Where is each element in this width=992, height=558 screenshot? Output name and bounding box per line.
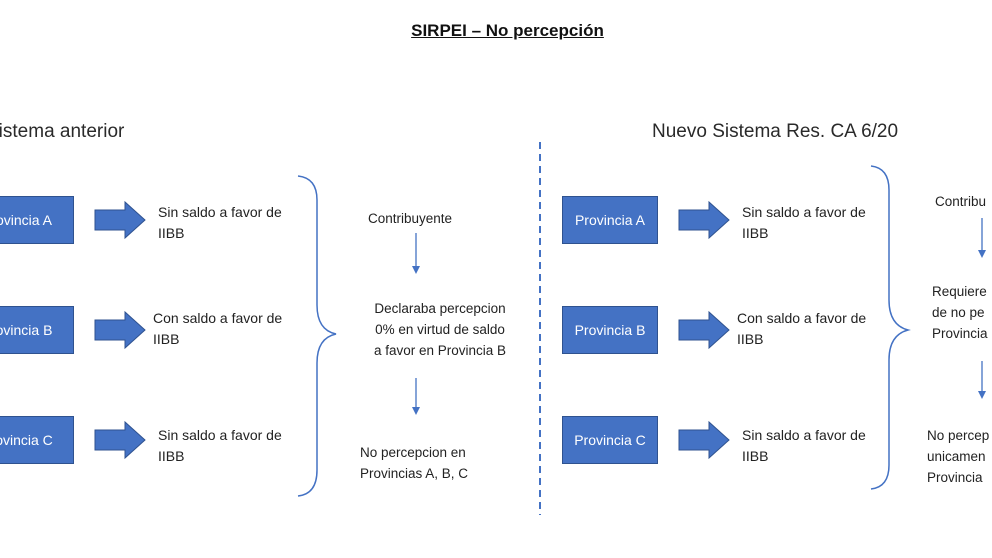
right-flow-step3-line1: No percep <box>927 428 990 443</box>
right-saldo-c-line1: Sin saldo a favor de <box>742 427 866 443</box>
right-section-heading: Nuevo Sistema Res. CA 6/20 <box>652 121 899 142</box>
left-connector-1-head <box>412 266 420 274</box>
right-saldo-b-line1: Con saldo a favor de <box>737 310 867 326</box>
left-saldo-b: Con saldo a favor de IIBB <box>153 308 282 350</box>
page-title: SIRPEI – No percepción <box>411 21 604 40</box>
left-connector-2-head <box>412 407 420 415</box>
left-saldo-c-line2: IIBB <box>158 448 185 464</box>
right-province-a-box: Provincia A <box>562 196 658 244</box>
right-saldo-a-line2: IIBB <box>742 225 769 241</box>
left-section-heading: Sistema anterior <box>0 121 125 142</box>
right-connector-1-head <box>978 250 986 258</box>
left-province-a-box: Provincia A <box>0 196 74 244</box>
right-province-b-box: Provincia B <box>562 306 658 354</box>
right-saldo-c-line2: IIBB <box>742 448 769 464</box>
left-flow-declaraba: Declaraba percepcion 0% en virtud de sal… <box>355 298 525 361</box>
left-flow-step2-line2: 0% en virtud de saldo <box>375 322 505 337</box>
right-saldo-b-line2: IIBB <box>737 331 764 347</box>
right-flow-step2-line1: Requiere <box>932 284 987 299</box>
left-flow-step3-line1: No percepcion en <box>360 445 466 460</box>
right-arrow-a <box>678 200 730 240</box>
right-saldo-c: Sin saldo a favor de IIBB <box>742 425 866 467</box>
left-saldo-a-line1: Sin saldo a favor de <box>158 204 282 220</box>
left-saldo-a-line2: IIBB <box>158 225 185 241</box>
left-saldo-b-line2: IIBB <box>153 331 180 347</box>
left-flow-contribuyente: Contribuyente <box>368 208 452 229</box>
left-flow-step3-line2: Provincias A, B, C <box>360 466 469 481</box>
right-flow-contribuyente: Contribu <box>935 191 986 212</box>
right-saldo-a-line1: Sin saldo a favor de <box>742 204 866 220</box>
left-flow-step2-line3: a favor en Provincia B <box>373 343 507 358</box>
right-arrow-c <box>678 420 730 460</box>
left-flow-no-percepcion: No percepcion en Provincias A, B, C <box>360 442 468 484</box>
left-arrow-c <box>94 420 146 460</box>
right-connector-2-head <box>978 391 986 399</box>
left-saldo-b-line1: Con saldo a favor de <box>153 310 283 326</box>
left-saldo-a: Sin saldo a favor de IIBB <box>158 202 282 244</box>
right-curly-brace <box>870 165 911 490</box>
right-province-c-box: Provincia C <box>562 416 658 464</box>
left-flow-step1-line1: Contribuyente <box>368 211 453 226</box>
left-curly-brace <box>297 175 337 497</box>
left-saldo-c: Sin saldo a favor de IIBB <box>158 425 282 467</box>
right-saldo-a: Sin saldo a favor de IIBB <box>742 202 866 244</box>
right-flow-no-percepcion: No percep unicamen Provincia <box>927 425 989 488</box>
right-flow-requiere: Requiere de no pe Provincia <box>932 281 988 344</box>
left-flow-step2-line1: Declaraba percepcion <box>374 301 506 316</box>
right-flow-step3-line3: Provincia <box>927 470 983 485</box>
right-flow-step2-line2: de no pe <box>932 305 985 320</box>
left-arrow-a <box>94 200 146 240</box>
left-saldo-c-line1: Sin saldo a favor de <box>158 427 282 443</box>
left-province-b-box: Provincia B <box>0 306 74 354</box>
right-arrow-b <box>678 310 730 350</box>
left-arrow-b <box>94 310 146 350</box>
right-saldo-b: Con saldo a favor de IIBB <box>737 308 866 350</box>
right-flow-step2-line3: Provincia <box>932 326 988 341</box>
right-flow-step3-line2: unicamen <box>927 449 986 464</box>
left-province-c-box: Provincia C <box>0 416 74 464</box>
right-flow-step1-line1: Contribu <box>935 194 987 209</box>
